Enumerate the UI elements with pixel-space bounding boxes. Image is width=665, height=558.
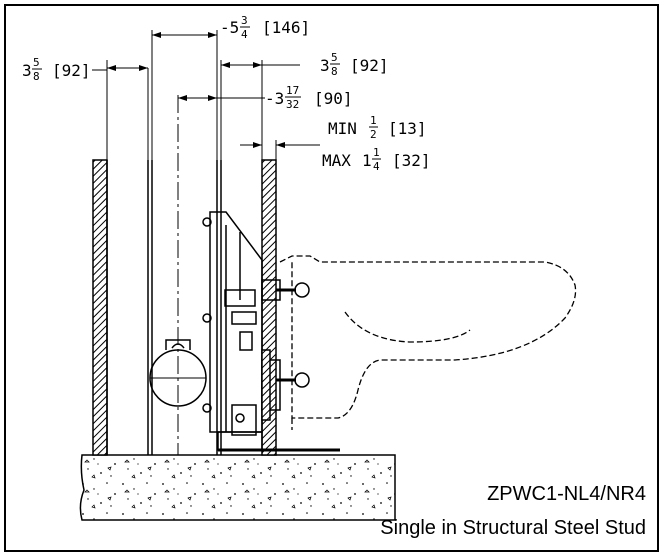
svg-text:4: 4 [241, 28, 248, 41]
svg-text:-5: -5 [220, 18, 239, 37]
toilet-bowl [279, 255, 577, 430]
dim-max: MAX 1 1 4 [32] [322, 146, 431, 173]
svg-text:1: 1 [370, 114, 377, 127]
drawing-border [4, 4, 659, 552]
model-number: ZPWC1-NL4/NR4 [487, 483, 646, 505]
concrete-floor [79, 454, 396, 521]
dimension-lines [106, 30, 320, 160]
svg-text:1: 1 [373, 146, 380, 159]
svg-text:3: 3 [22, 61, 32, 80]
svg-text:[146]: [146] [262, 18, 310, 37]
svg-text:[92]: [92] [350, 56, 389, 75]
svg-text:[92]: [92] [52, 61, 91, 80]
svg-text:-3: -3 [265, 89, 284, 108]
dim-3-5-8-right: 3 5 8 [92] [320, 51, 389, 78]
dim-5-3-4: -5 3 4 [146] [220, 14, 310, 41]
svg-text:MIN: MIN [328, 119, 357, 138]
carrier-frame [202, 211, 340, 452]
svg-text:3: 3 [241, 14, 248, 27]
svg-text:8: 8 [33, 70, 40, 83]
svg-text:8: 8 [331, 65, 338, 78]
installation-description: Single in Structural Steel Stud [380, 517, 646, 539]
right-stud-wall [216, 159, 277, 456]
svg-text:3: 3 [320, 56, 330, 75]
dim-3-5-8-left: 3 5 8 [92] [22, 56, 107, 83]
svg-text:[32]: [32] [392, 151, 431, 170]
dim-min: MIN 1 2 [13] [328, 114, 427, 141]
dim-3-17-32: -3 17 32 [90] [265, 84, 353, 111]
svg-text:[13]: [13] [388, 119, 427, 138]
svg-text:2: 2 [370, 128, 377, 141]
svg-text:MAX: MAX [322, 151, 351, 170]
svg-text:5: 5 [33, 56, 40, 69]
left-stud-wall [92, 159, 153, 456]
svg-text:17: 17 [286, 84, 299, 97]
dimension-arrowheads [107, 32, 285, 148]
mounting-bolts [261, 279, 310, 421]
svg-text:1: 1 [362, 151, 372, 170]
svg-text:32: 32 [286, 98, 299, 111]
svg-text:[90]: [90] [314, 89, 353, 108]
svg-text:4: 4 [373, 160, 380, 173]
waste-pipe [149, 95, 207, 455]
svg-text:5: 5 [331, 51, 338, 64]
